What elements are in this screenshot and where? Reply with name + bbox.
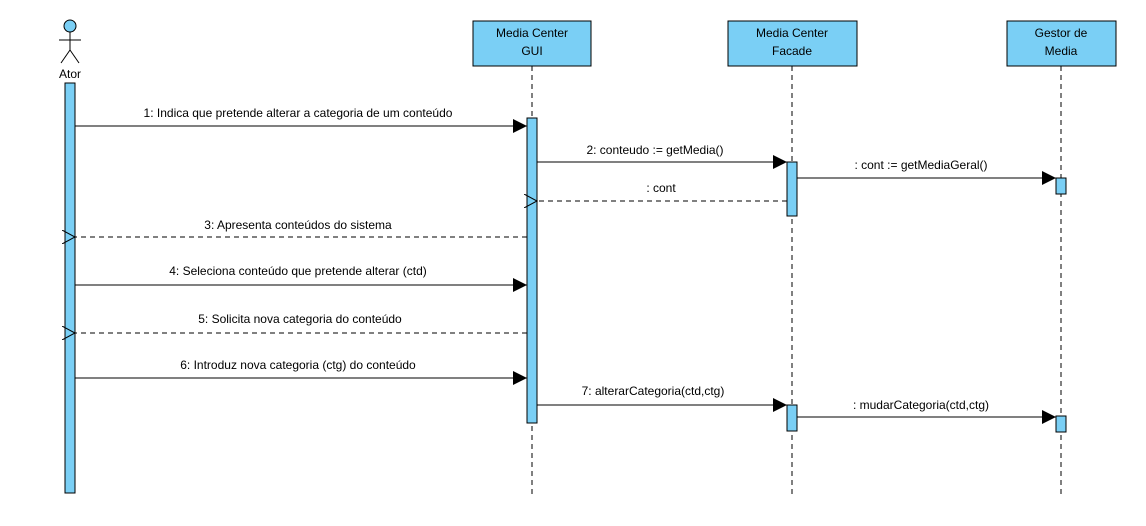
message-2r-label: : cont — [646, 181, 676, 195]
lifeline-gestor: Gestor de Media — [1006, 20, 1117, 67]
message-5-label: 5: Solicita nova categoria do conteúdo — [198, 312, 402, 326]
message-7a-label: : mudarCategoria(ctd,ctg) — [853, 398, 989, 412]
lifeline-gui: Media Center GUI — [472, 20, 592, 67]
message-7-label: 7: alterarCategoria(ctd,ctg) — [582, 384, 725, 398]
activation-gui — [526, 117, 538, 424]
message-1-label: 1: Indica que pretende alterar a categor… — [144, 106, 453, 120]
lifeline-gui-title-1: Media Center — [496, 26, 568, 40]
actor-figure — [59, 19, 81, 64]
lifeline-gestor-title-2: Media — [1045, 44, 1078, 58]
lifeline-gestor-title-1: Gestor de — [1035, 26, 1088, 40]
activation-gestor-2 — [1055, 415, 1067, 433]
message-3-label: 3: Apresenta conteúdos do sistema — [204, 218, 392, 232]
message-2-label: 2: conteudo := getMedia() — [586, 143, 723, 157]
activation-facade-1 — [786, 161, 798, 217]
lifeline-facade-title-1: Media Center — [756, 26, 828, 40]
message-6-label: 6: Introduz nova categoria (ctg) do cont… — [180, 358, 416, 372]
message-4-label: 4: Seleciona conteúdo que pretende alter… — [169, 264, 427, 278]
activation-actor — [64, 82, 76, 494]
activation-gestor-1 — [1055, 177, 1067, 195]
activation-facade-2 — [786, 404, 798, 432]
lifeline-facade: Media Center Facade — [727, 20, 858, 67]
actor-label: Ator — [59, 67, 81, 81]
message-2a-label: : cont := getMediaGeral() — [854, 158, 987, 172]
lifeline-gui-title-2: GUI — [521, 44, 542, 58]
lifeline-facade-title-2: Facade — [772, 44, 812, 58]
